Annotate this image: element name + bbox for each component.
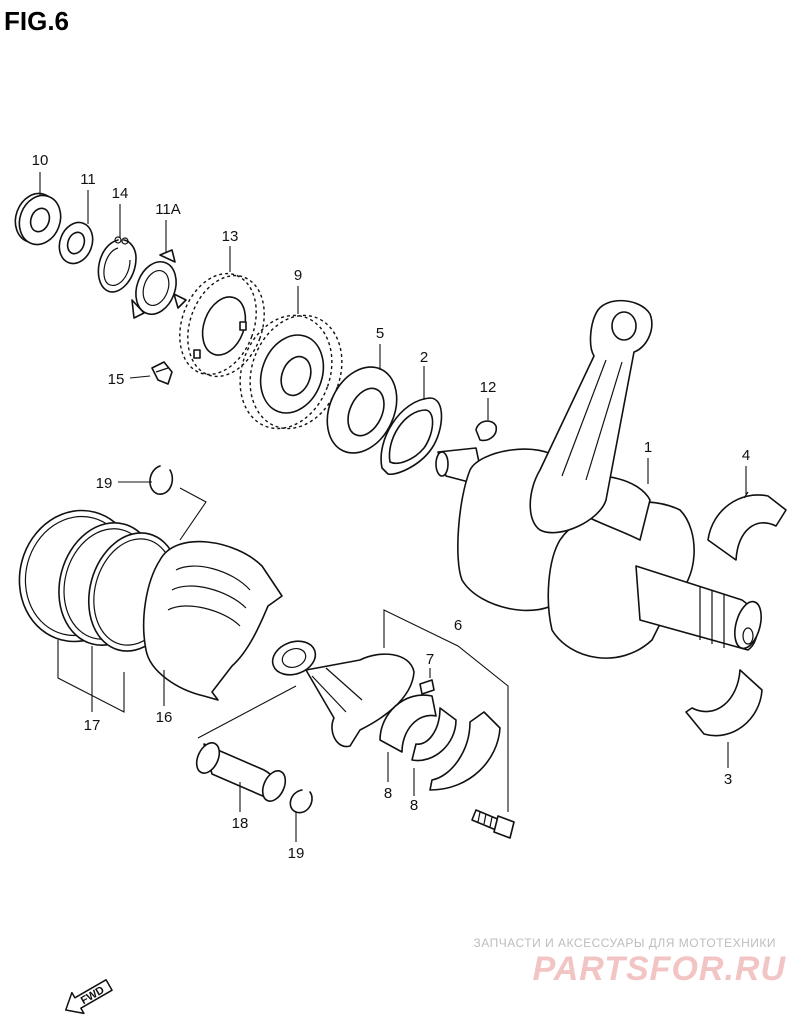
dowel-pin-part	[419, 679, 435, 695]
primary-gear-part	[239, 314, 343, 430]
washer-part	[58, 221, 94, 265]
callout-19-lower: 19	[288, 845, 305, 862]
callout-2: 2	[420, 349, 428, 366]
callout-19-upper: 19	[96, 475, 113, 492]
watermark-brand: PARTSFOR.RU	[533, 950, 787, 988]
callout-10: 10	[32, 152, 49, 169]
rod-bearing-lower-part	[411, 707, 457, 762]
pin-circlip-lower-part	[289, 789, 313, 814]
callout-14: 14	[112, 185, 129, 202]
callout-6: 6	[454, 617, 462, 634]
woodruff-key-part	[151, 361, 173, 385]
callout-8-lower: 8	[410, 797, 418, 814]
callout-11a: 11A	[155, 201, 181, 218]
figure-title: FIG.6	[4, 6, 69, 36]
callout-8-upper: 8	[384, 785, 392, 802]
fwd-direction-badge: FWD	[65, 979, 113, 1015]
rod-bearing-upper-part	[379, 694, 437, 753]
thrust-washer-part	[326, 366, 398, 454]
thrust-bearing-part	[380, 397, 443, 475]
callout-9: 9	[294, 267, 302, 284]
arrow-left-down-icon	[65, 979, 113, 1015]
callout-5: 5	[376, 325, 384, 342]
rod-cap-part	[429, 711, 501, 791]
callout-18: 18	[232, 815, 249, 832]
callout-17: 17	[84, 717, 101, 734]
connecting-rod-part	[271, 640, 415, 748]
piston-pin-part	[195, 742, 287, 802]
callout-4: 4	[742, 447, 750, 464]
lock-washer-part	[131, 249, 187, 319]
callout-12: 12	[480, 379, 497, 396]
leader-lines	[39, 172, 747, 842]
upper-crank-bearing-part	[707, 491, 787, 561]
lower-crank-bearing-part	[685, 669, 763, 737]
sprocket-gear-part	[179, 272, 265, 378]
callout-15: 15	[108, 371, 125, 388]
rod-bolt-part	[471, 809, 515, 839]
callout-11: 11	[80, 171, 96, 188]
callout-7: 7	[426, 651, 434, 668]
watermark: ЗАПЧАСТИ И АКСЕССУАРЫ ДЛЯ МОТОТЕХНИКИ PA…	[474, 936, 787, 988]
crank-key-part	[475, 420, 498, 442]
callout-13: 13	[222, 228, 239, 245]
callout-16: 16	[156, 709, 173, 726]
oil-seal-part	[14, 192, 62, 246]
callout-3: 3	[724, 771, 732, 788]
circlip-part	[97, 236, 137, 293]
fwd-label: FWD	[79, 984, 107, 1007]
piston-part	[142, 540, 283, 701]
crankshaft-assembly-part	[435, 299, 762, 659]
pin-circlip-upper-part	[149, 465, 174, 495]
watermark-tagline: ЗАПЧАСТИ И АКСЕССУАРЫ ДЛЯ МОТОТЕХНИКИ	[474, 936, 776, 950]
callout-1: 1	[644, 439, 652, 456]
